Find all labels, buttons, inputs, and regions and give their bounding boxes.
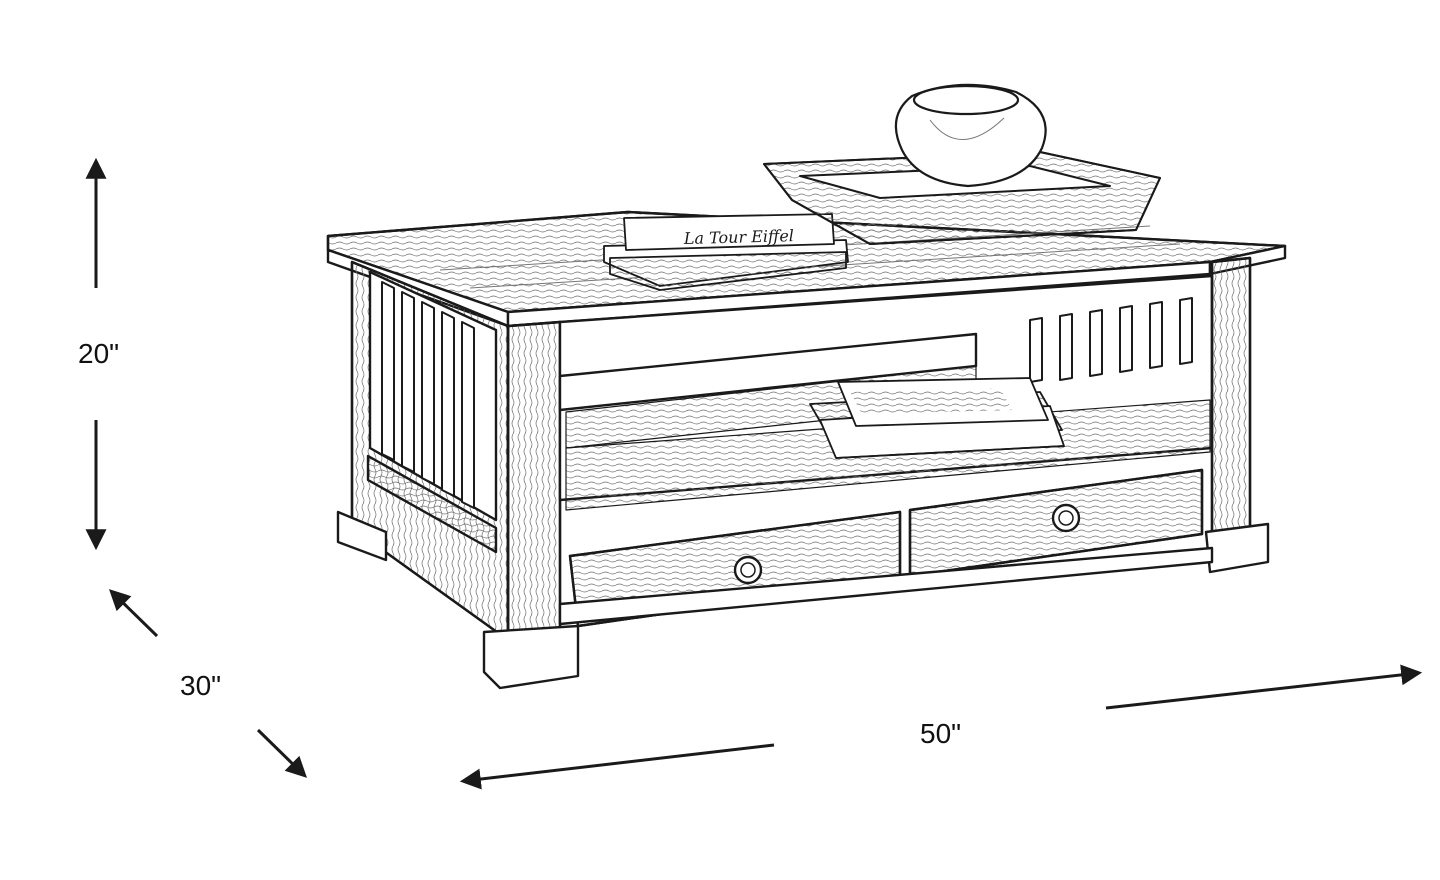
depth-label: 30" xyxy=(180,670,222,701)
front-left-post xyxy=(482,320,580,690)
left-side-panel xyxy=(336,260,510,642)
right-post xyxy=(1204,256,1270,574)
width-dimension-arrow xyxy=(459,664,1423,790)
book-spine-text: La Tour Eiffel xyxy=(683,226,795,248)
width-label: 50" xyxy=(920,718,962,749)
drawer-right xyxy=(908,468,1204,578)
top-book-stack xyxy=(603,213,849,291)
shelf-book-stack xyxy=(809,377,1065,459)
depth-dimension-arrow xyxy=(108,589,308,778)
decorative-vase xyxy=(894,83,1047,188)
decorative-tray xyxy=(763,151,1161,245)
height-label: 20" xyxy=(78,338,120,369)
coffee-table xyxy=(326,83,1287,690)
